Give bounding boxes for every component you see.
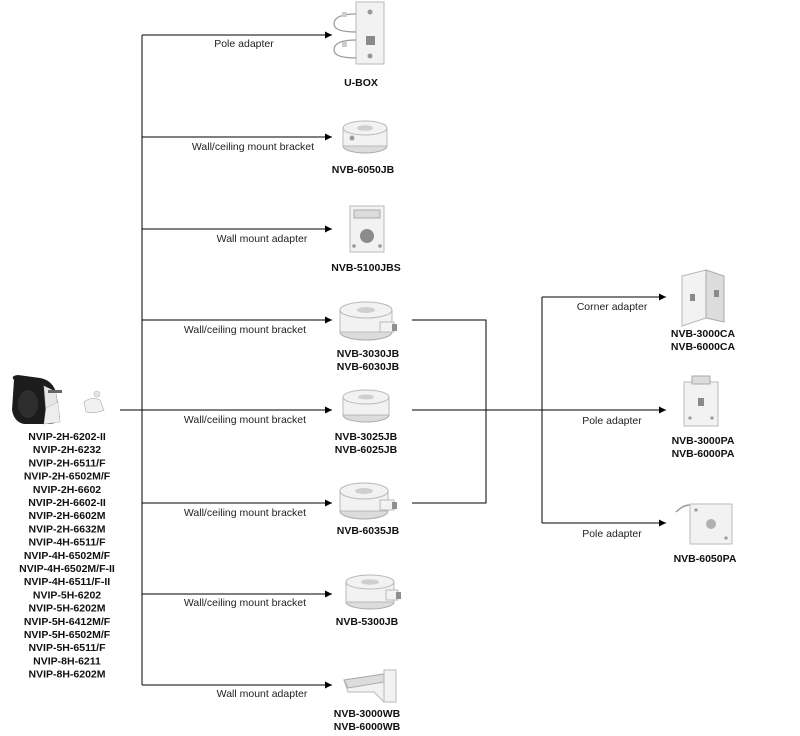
accessory-models: U-BOX NVB-6050JB NVB-5100JBS NVB-3030JB … [331,77,737,733]
junction-box-icon [342,120,388,154]
model-nvb-5300jb: NVB-5300JB [336,616,399,628]
camera-model: NVIP-2H-6602M [28,510,105,522]
wall-adapter-icon [349,205,385,253]
junction-box-icon [339,301,397,341]
camera-model: NVIP-2H-6511/F [28,457,106,469]
camera-model: NVIP-2H-6202-II [28,431,106,443]
connectors [120,31,666,689]
model-nvb-6050pa: NVB-6050PA [674,553,737,565]
camera-model: NVIP-4H-6511/F-II [24,576,110,588]
u-box-icon [333,1,385,65]
camera-model: NVIP-2H-6502M/F [24,471,111,483]
edge-label-2: Wall/ceiling mount bracket [192,141,314,153]
model-nvb-3000wb: NVB-3000WB [334,708,401,720]
model-nvb-6050jb: NVB-6050JB [332,164,395,176]
camera-model: NVIP-5H-6502M/F [24,629,111,641]
adapter-edge-label-2: Pole adapter [582,415,642,427]
camera-model: NVIP-4H-6511/F [28,537,106,549]
model-nvb-5100jbs: NVB-5100JBS [331,262,400,274]
model-nvb-6030jb: NVB-6030JB [337,361,400,373]
edge-label-3: Wall mount adapter [217,233,308,245]
camera-model: NVIP-5H-6202M [28,603,105,615]
camera-model: NVIP-8H-6211 [33,655,101,667]
edge-label-8: Wall mount adapter [217,688,308,700]
model-nvb-6035jb: NVB-6035JB [337,525,400,537]
merge-line-top [412,319,487,504]
edge-label-6: Wall/ceiling mount bracket [184,507,306,519]
camera-model: NVIP-8H-6202M [28,669,105,681]
junction-box-icon [339,482,397,520]
camera-model: NVIP-4H-6502M/F-II [19,563,115,575]
adapter-edge-label-1: Corner adapter [577,301,648,313]
edge-label-5: Wall/ceiling mount bracket [184,414,306,426]
model-nvb-3025jb: NVB-3025JB [335,431,398,443]
edge-label-4: Wall/ceiling mount bracket [184,324,306,336]
model-nvb-3000pa: NVB-3000PA [672,435,735,447]
model-nvb-3000ca: NVB-3000CA [671,328,736,340]
model-nvb-6000wb: NVB-6000WB [334,721,401,733]
wall-bracket-icon [343,669,397,703]
camera-model: NVIP-2H-6632M [28,523,105,535]
edge-label-7: Wall/ceiling mount bracket [184,597,306,609]
model-u-box: U-BOX [344,77,378,89]
bullet-camera-icon [12,375,105,425]
model-nvb-6000ca: NVB-6000CA [671,341,736,353]
pole-adapter-icon [683,375,719,427]
camera-model: NVIP-5H-6202 [33,589,101,601]
camera-model: NVIP-5H-6511/F [28,642,106,654]
pole-adapter-icon [675,503,733,545]
adapter-edge-label-3: Pole adapter [582,528,642,540]
camera-model-list: NVIP-2H-6202-IINVIP-2H-6232NVIP-2H-6511/… [19,431,115,681]
camera-model: NVIP-2H-6602-II [28,497,106,509]
model-nvb-6025jb: NVB-6025JB [335,444,398,456]
edge-labels: Pole adapter Wall/ceiling mount bracket … [184,38,648,700]
model-nvb-3030jb: NVB-3030JB [337,348,400,360]
camera-model: NVIP-5H-6412M/F [24,616,111,628]
camera-model: NVIP-4H-6502M/F [24,550,111,562]
corner-adapter-icon [681,269,725,327]
junction-box-icon [342,389,390,423]
camera-model: NVIP-2H-6602 [33,484,101,496]
edge-label-1: Pole adapter [214,38,274,50]
model-nvb-6000pa: NVB-6000PA [672,448,735,460]
camera-model: NVIP-2H-6232 [33,444,101,456]
junction-box-icon [345,574,401,610]
